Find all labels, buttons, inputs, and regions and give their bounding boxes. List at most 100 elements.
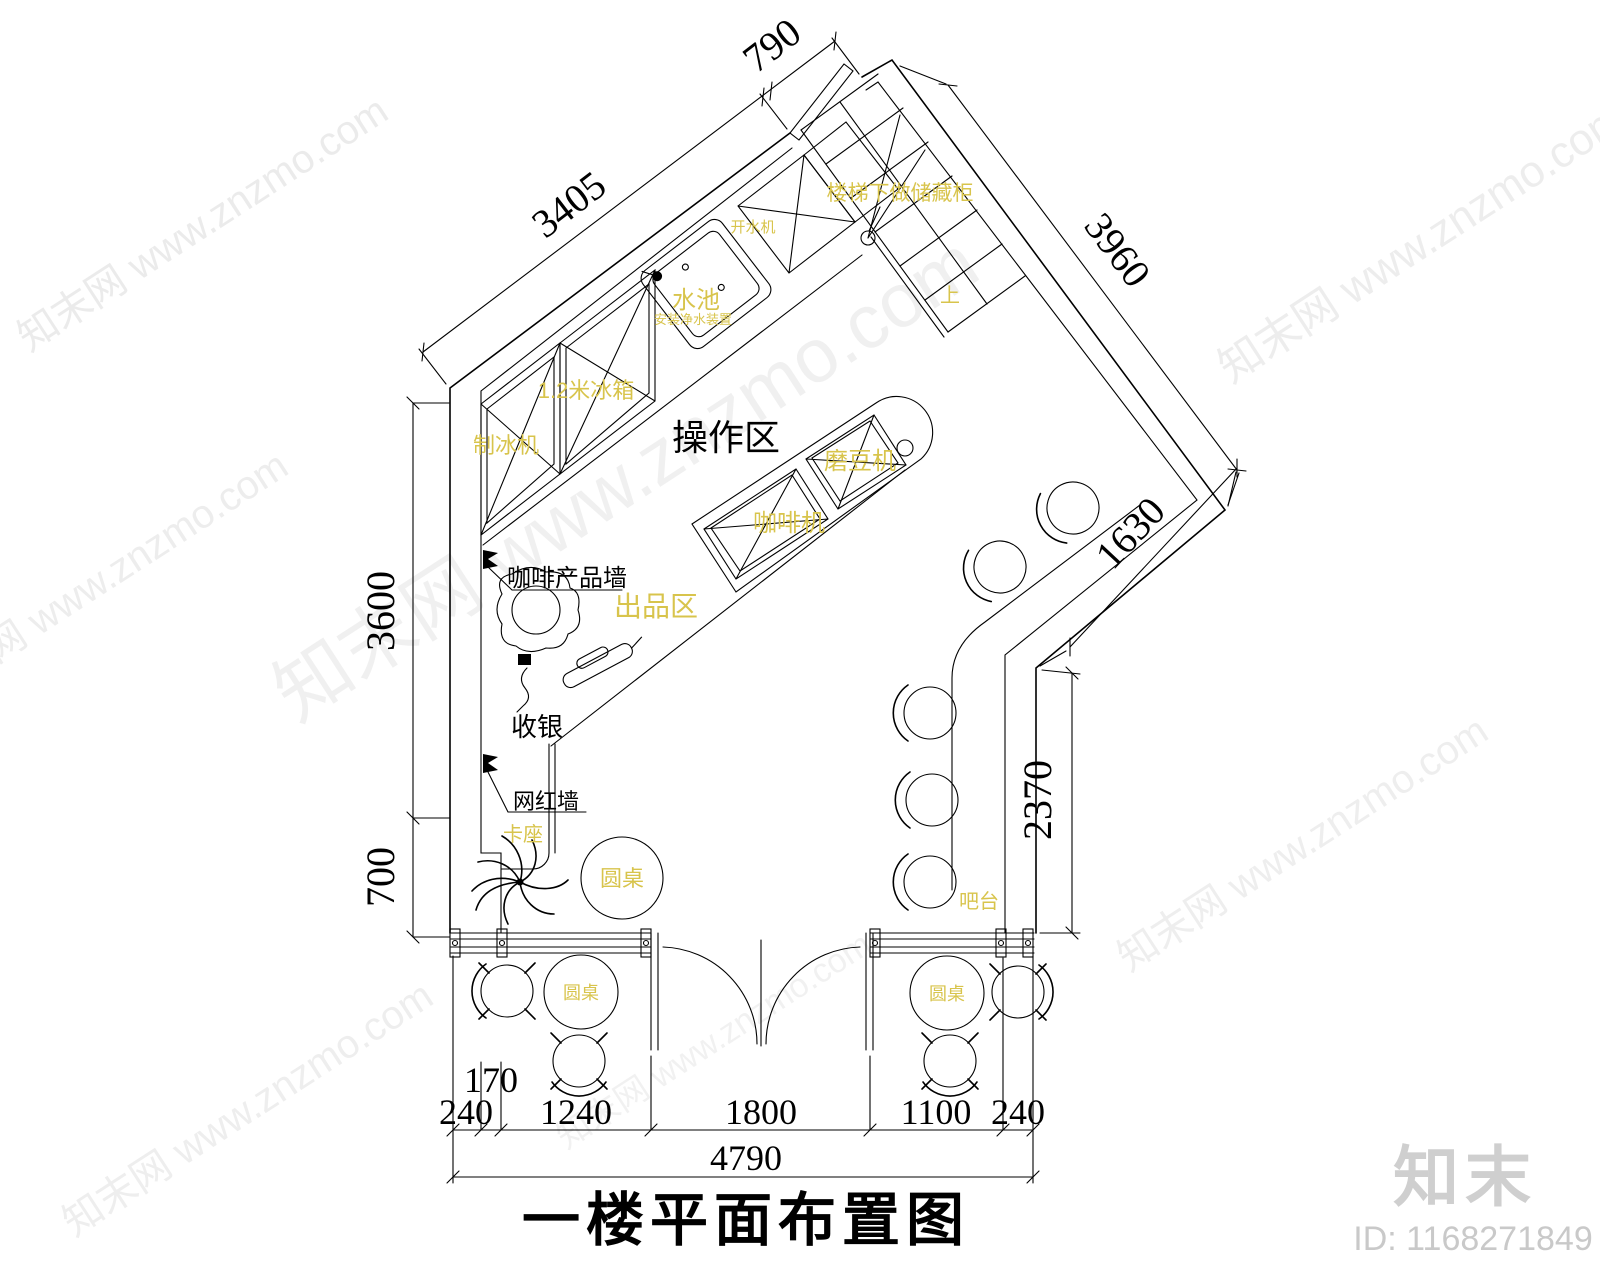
grinder-box-inner [811,420,899,502]
watermark-text: 知末网 www.znzmo.com [10,88,396,360]
outdoor-seating [471,954,1054,1097]
stair-mid-rail [839,101,988,305]
dim-ticks [446,1170,1040,1184]
label-sink: 水池 [672,287,720,314]
outer-wall [449,58,1227,934]
walls [449,58,1227,934]
watermark-text: 知末网 www.znzmo.com [55,973,441,1245]
chair [471,962,536,1020]
counter-front-edge [482,254,863,546]
island-counter [691,396,934,593]
site-logo: 知末 ID: 1168271849 [1353,1140,1592,1258]
dim-700: 700 [358,847,403,907]
dim-240-left: 240 [439,1092,493,1132]
top-door-leaf [789,63,854,141]
door-jambs [650,932,874,1051]
bar-stool [954,530,1036,609]
storage-leader [868,206,881,232]
dim-2370: 2370 [1015,760,1060,840]
dim-line-top-right [947,84,1238,471]
dim-170: 170 [464,1060,518,1100]
storefront [449,928,1035,1051]
dim-line-right-diagonal [1069,467,1238,648]
wall-tag-icon [483,550,498,572]
label-under-stair-storage: 楼梯下做储藏柜 [827,182,974,205]
round-table-outside-left [543,954,619,1030]
stair-brace-lines [867,114,926,239]
dim-ext-lines [1039,471,1237,667]
window-left [450,932,652,954]
znzmo-logo: 知末 [1393,1140,1537,1214]
wall-tag-icon [483,754,498,776]
dim-ext-lines [412,402,451,938]
influencer-wall-leader [487,771,587,813]
inner-wall [480,81,1198,934]
bar-area [892,470,1141,911]
espresso-machine-sketch [496,566,581,713]
page-title: 一楼平面布置图 [522,1188,970,1253]
watermark-text: 知末网 www.znzmo.com [1110,708,1496,980]
bar-stool [892,853,957,911]
label-round-table-inside: 圆桌 [600,866,644,891]
label-up: 上 [940,284,960,307]
window-right [869,932,1035,954]
label-booth: 卡座 [503,823,543,846]
label-operation-area: 操作区 [672,417,780,458]
chair [989,963,1054,1021]
island-end-circle [896,439,914,457]
label-bean-grinder: 磨豆机 [824,448,896,475]
plant-symbol [471,835,569,925]
label-round-table-right: 圆桌 [929,984,965,1004]
milk-pitcher-sketch [562,636,643,689]
coffee-machine-box-inner [710,474,821,572]
dim-ext-lines [418,37,860,385]
watermark-layer: 知末网 www.znzmo.com 知末网 www.znzmo.com 知末网 … [0,88,1600,1245]
title-block: 一楼平面布置图 [522,1188,970,1253]
bar-stool [892,684,957,742]
chair [550,1032,608,1097]
dim-ticks [1069,458,1238,657]
label-water-purifier: 安装净水装置 [654,312,732,327]
round-table-outside-right [909,955,985,1031]
label-coffee-machine: 咖啡机 [753,510,825,537]
stairs [800,73,1026,338]
fridge-box [559,268,656,476]
service-counter-front [550,469,906,747]
dim-4790: 4790 [710,1138,782,1178]
sink [640,218,772,350]
dim-3405: 3405 [523,162,614,246]
dim-1100: 1100 [901,1092,972,1132]
coffee-machine-box [703,468,829,580]
bar-counter-edge [951,504,1141,891]
door-leaf-arc-left [662,946,758,1045]
label-water-boiler: 开水机 [730,219,775,236]
stair-stringer [870,236,945,338]
label-influencer-wall: 网红墙 [513,789,579,814]
label-round-table-left: 圆桌 [563,983,599,1003]
dim-240-right: 240 [991,1092,1045,1132]
island-outline [691,396,934,593]
label-serving-area: 出品区 [614,591,698,622]
door-leaf-arc-right [765,946,861,1045]
label-bar: 吧台 [959,890,999,913]
wall-counter [480,121,899,546]
dim-ext-lines [452,955,1034,1184]
label-coffee-product-wall: 咖啡产品墙 [507,565,627,592]
dim-3960: 3960 [1076,204,1160,295]
counter-end-top [803,121,899,223]
chair [921,1032,979,1097]
product-wall-leader [487,566,623,591]
bar-stool [894,771,959,829]
watermark-text: 知末网 www.znzmo.com [1210,93,1600,392]
label-cashier: 收银 [511,712,563,742]
fridge-box-inner [565,282,650,466]
watermark-text: 知末网 www.znzmo.com [0,443,296,715]
dim-line-top-left [422,40,836,353]
dim-790: 790 [734,9,809,81]
grinder-box [805,414,907,510]
stair-inner-edge [800,129,949,333]
ice-maker-box-inner [486,355,555,525]
dim-ext-lines [1039,669,1081,934]
